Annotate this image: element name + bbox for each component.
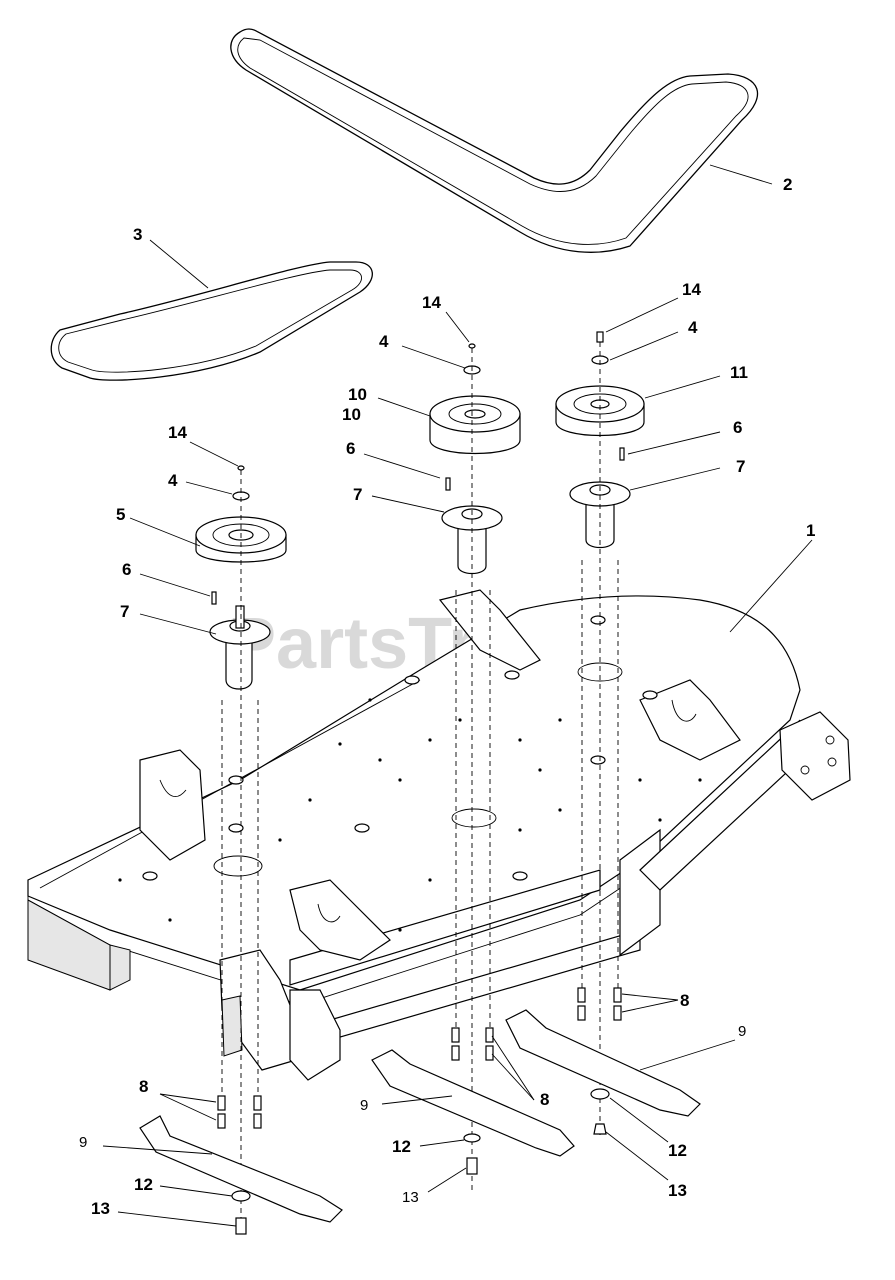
callout-14-right[interactable]: 14 [682,280,701,299]
mower-deck[interactable] [27,589,851,1081]
callout-1[interactable]: 1 [806,521,815,540]
callout-10-center-b[interactable]: 10 [342,405,361,424]
callout-6-left[interactable]: 6 [122,560,131,579]
callout-6-center[interactable]: 6 [346,439,355,458]
key-left[interactable] [211,591,217,605]
bolt-top-right[interactable] [596,331,604,343]
blade-washer-center[interactable] [463,1133,481,1143]
pulley-center[interactable] [429,395,521,455]
callout-3[interactable]: 3 [133,225,142,244]
blade-center[interactable] [371,1049,575,1157]
callout-7-right[interactable]: 7 [736,457,745,476]
callout-6-right[interactable]: 6 [733,418,742,437]
callout-14-center[interactable]: 14 [422,293,441,312]
blade-bolt-right[interactable] [593,1123,607,1135]
callout-10-center-a[interactable]: 10 [348,385,367,404]
callout-4-left[interactable]: 4 [168,471,178,490]
callout-14-left[interactable]: 14 [168,423,187,442]
callout-9-center[interactable]: 9 [360,1097,368,1114]
callout-8-center[interactable]: 8 [540,1090,549,1109]
callout-4-right[interactable]: 4 [688,318,698,337]
pulley-right[interactable] [555,385,645,437]
callout-11-right[interactable]: 11 [730,363,748,382]
spindle-right[interactable] [569,481,631,549]
bolt-top-center[interactable] [468,343,476,349]
callout-9-left[interactable]: 9 [79,1134,87,1151]
callout-12-left[interactable]: 12 [134,1175,153,1194]
blade-washer-left[interactable] [231,1190,251,1202]
callout-7-center[interactable]: 7 [353,485,362,504]
callout-2[interactable]: 2 [783,175,792,194]
callout-9-right[interactable]: 9 [738,1023,746,1040]
assembly-axes [221,342,619,1230]
callout-5-left[interactable]: 5 [116,505,125,524]
callout-13-right[interactable]: 13 [668,1181,687,1200]
callout-13-center[interactable]: 13 [402,1189,419,1206]
blade-bolt-center[interactable] [466,1157,478,1175]
blade-bolts[interactable] [217,987,622,1129]
blade-right[interactable] [505,1009,701,1117]
bolt-top-left[interactable] [237,465,245,471]
key-right[interactable] [619,447,625,461]
blade-bolt-left[interactable] [235,1217,247,1235]
spindle-left[interactable] [209,605,271,690]
callout-8-right[interactable]: 8 [680,991,689,1010]
blade-left[interactable] [139,1115,343,1223]
callout-7-left[interactable]: 7 [120,602,129,621]
deck-holes [118,698,702,932]
blade-washer-right[interactable] [590,1088,610,1100]
spindle-center[interactable] [441,505,503,575]
belt-large[interactable] [230,28,759,253]
callouts: 1 2 3 14 4 10 10 6 7 14 4 11 6 7 14 4 5 … [79,175,815,1218]
callout-13-left[interactable]: 13 [91,1199,110,1218]
callout-12-right[interactable]: 12 [668,1141,687,1160]
callout-8-left[interactable]: 8 [139,1077,148,1096]
leader-lines [102,164,813,1227]
belt-small[interactable] [50,261,373,381]
key-center[interactable] [445,477,451,491]
callout-4-center[interactable]: 4 [379,332,389,351]
callout-12-center[interactable]: 12 [392,1137,411,1156]
